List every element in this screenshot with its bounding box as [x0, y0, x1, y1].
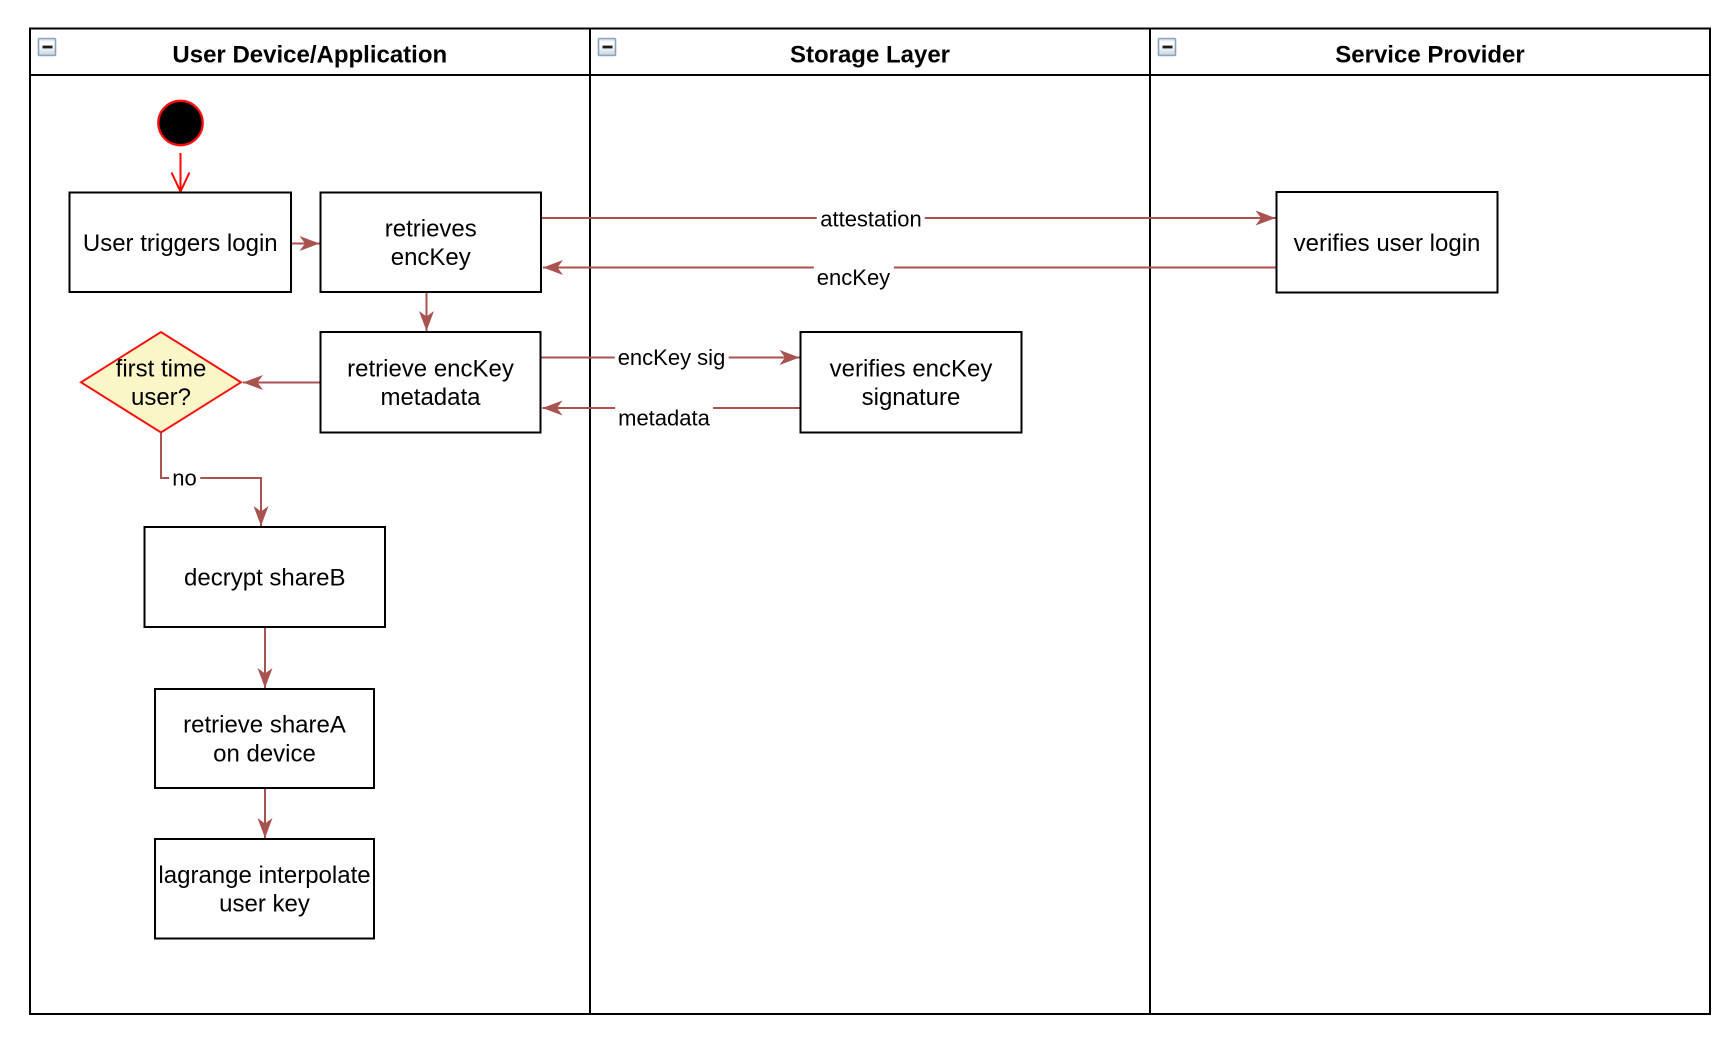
svg-text:verifies encKey: verifies encKey [830, 355, 993, 382]
svg-text:attestation: attestation [820, 207, 922, 232]
svg-text:verifies user login: verifies user login [1294, 230, 1481, 257]
svg-text:Storage Layer: Storage Layer [790, 42, 950, 69]
svg-text:User Device/Application: User Device/Application [172, 42, 447, 69]
svg-text:Service Provider: Service Provider [1335, 42, 1524, 69]
svg-text:user?: user? [131, 384, 191, 411]
svg-text:retrieves: retrieves [385, 215, 477, 242]
svg-text:no: no [172, 466, 196, 491]
svg-text:metadata: metadata [380, 384, 481, 411]
svg-text:metadata: metadata [618, 406, 710, 431]
svg-text:retrieve encKey: retrieve encKey [347, 355, 514, 382]
svg-text:first time: first time [116, 355, 207, 382]
svg-text:decrypt shareB: decrypt shareB [184, 565, 345, 592]
svg-text:on device: on device [213, 740, 316, 767]
svg-text:encKey: encKey [817, 265, 890, 290]
svg-text:user key: user key [219, 891, 310, 918]
svg-text:retrieve shareA: retrieve shareA [183, 712, 346, 739]
svg-text:encKey sig: encKey sig [618, 345, 726, 370]
svg-text:encKey: encKey [391, 244, 471, 271]
svg-text:User triggers login: User triggers login [83, 230, 278, 257]
svg-text:signature: signature [862, 384, 961, 411]
svg-text:lagrange interpolate: lagrange interpolate [158, 862, 370, 889]
